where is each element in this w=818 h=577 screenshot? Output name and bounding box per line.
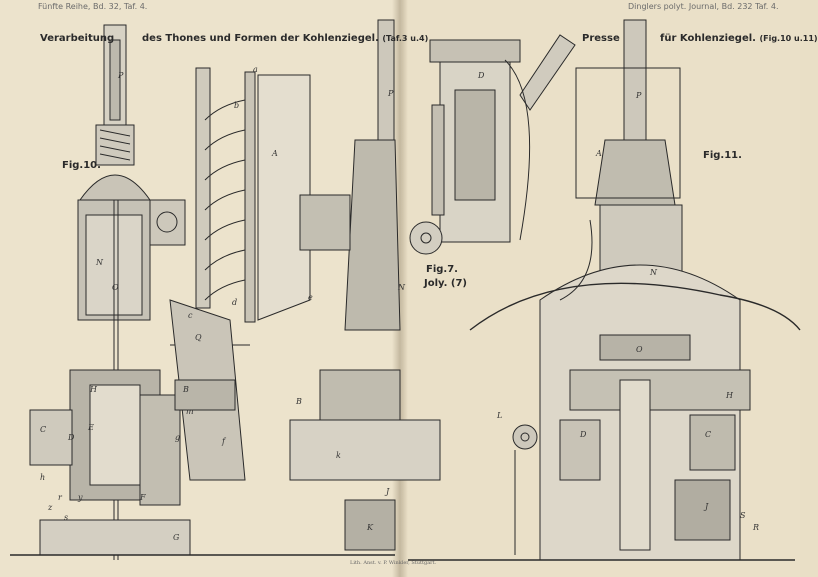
center-press: [169, 19, 441, 551]
fig7-sublabel: Joly. (7): [424, 278, 467, 289]
header-volume: 232: [737, 2, 753, 11]
title-right-a: Presse: [582, 33, 620, 44]
fig11-press: [408, 19, 801, 561]
header-left: Fünfte Reihe, Bd. 32, Taf. 4.: [38, 2, 148, 11]
letter-m: m: [186, 407, 194, 416]
letter-N3: N: [397, 283, 406, 292]
fig7-press: [409, 34, 576, 255]
letter-J2: J: [703, 502, 709, 511]
letter-r: r: [58, 493, 63, 502]
letter-Q: Q: [195, 333, 202, 342]
letter-s: s: [64, 513, 68, 522]
letter-a: a: [253, 65, 258, 74]
title-left-b-text: des Thones und Formen der Kohlenziegel.: [142, 33, 379, 44]
letter-d: d: [232, 298, 237, 307]
part-letters: P N O H D C E B A b c d Q f g h K J L k …: [40, 65, 759, 542]
letter-K: K: [366, 523, 374, 532]
letter-P2: P: [635, 91, 642, 100]
letter-A2: A: [595, 149, 602, 158]
letter-y: y: [77, 493, 83, 502]
letter-F: F: [139, 493, 146, 502]
letter-b: b: [234, 101, 239, 110]
lithograph-imprint: Lith. Anst. v. P. Winkler, Stuttgart.: [350, 560, 437, 566]
engineering-drawing: P N O H D C E B A b c d Q f g h K J L k …: [10, 19, 801, 561]
letter-G: G: [173, 533, 180, 542]
letter-L: L: [496, 411, 502, 420]
letter-B: B: [182, 385, 189, 394]
title-right-c: (Fig.10 u.11): [759, 34, 818, 43]
header-right: Dinglers polyt. Journal, Bd. 232 Taf. 4.: [628, 2, 779, 11]
letter-f: f: [221, 437, 227, 446]
letter-c: c: [188, 311, 193, 320]
letter-S: S: [740, 511, 746, 520]
header-plate: Taf. 4.: [755, 2, 779, 11]
letter-O: O: [112, 283, 119, 292]
fig7-label: Fig.7.: [426, 264, 458, 275]
header-journal: Dinglers polyt. Journal, Bd.: [628, 2, 735, 11]
letter-h: h: [40, 473, 45, 482]
fig10-press: [10, 24, 395, 560]
letter-C2: C: [705, 430, 711, 439]
letter-D: D: [67, 433, 75, 442]
letter-H: H: [89, 385, 98, 394]
title-left-b: des Thones und Formen der Kohlenziegel. …: [142, 33, 428, 44]
blade-column: [195, 67, 311, 323]
title-right-b: für Kohlenziegel. (Fig.10 u.11): [660, 33, 818, 44]
title-left-a: Verarbeitung: [40, 33, 115, 44]
title-right-b-text: für Kohlenziegel.: [660, 33, 756, 44]
letter-P3: P: [387, 89, 394, 98]
fig10-label: Fig.10.: [62, 160, 101, 171]
letter-O2: O: [636, 345, 643, 354]
fig11-label: Fig.11.: [703, 150, 742, 161]
letter-J: J: [384, 487, 390, 496]
title-left-c: (Taf.3 u.4): [382, 34, 429, 43]
letter-C: C: [40, 425, 46, 434]
letter-g: g: [175, 433, 180, 442]
letter-D3: D: [477, 71, 485, 80]
letter-P: P: [117, 71, 124, 80]
letter-B3: B: [295, 397, 302, 406]
letter-R: R: [752, 523, 759, 532]
letter-N: N: [95, 258, 104, 267]
letter-e: e: [308, 293, 313, 302]
letter-A: A: [271, 149, 278, 158]
plate-sheet: P N O H D C E B A b c d Q f g h K J L k …: [10, 0, 818, 577]
letter-N2: N: [649, 268, 658, 277]
letter-D2: D: [579, 430, 587, 439]
letter-z: z: [47, 503, 53, 512]
letter-E: E: [87, 423, 94, 432]
letter-k: k: [336, 451, 341, 460]
letter-H2: H: [725, 391, 734, 400]
